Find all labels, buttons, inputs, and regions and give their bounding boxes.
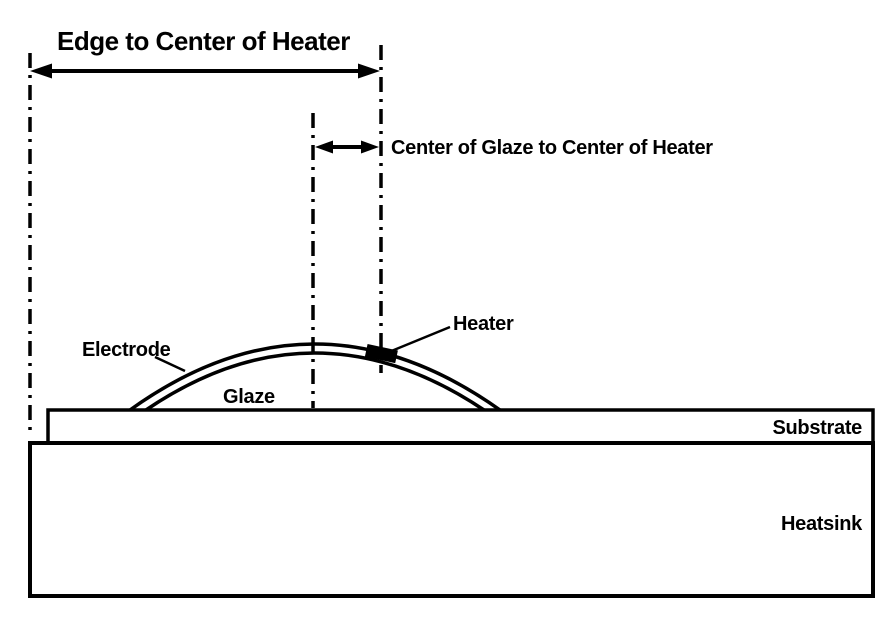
substrate-label: Substrate — [772, 417, 862, 439]
glaze-arc — [145, 351, 485, 412]
heater-block — [364, 344, 398, 364]
arrowhead-right-icon — [358, 63, 380, 79]
heater-leader-line — [388, 325, 451, 354]
electrode-label: Electrode — [82, 339, 171, 361]
electrode-leader-line — [154, 355, 186, 373]
arrowhead-left-icon — [30, 63, 52, 79]
arrowhead-right-icon — [361, 140, 379, 154]
arrowhead-left-icon — [315, 140, 333, 154]
edge-to-heater-arrow — [30, 63, 380, 79]
heater-label: Heater — [453, 313, 514, 335]
heatsink-layer — [28, 441, 875, 598]
heatsink-label: Heatsink — [781, 513, 863, 535]
electrode-arc — [128, 342, 502, 412]
substrate-layer — [46, 408, 875, 445]
edge-to-center-label: Edge to Center of Heater — [57, 26, 350, 56]
glaze-to-heater-label: Center of Glaze to Center of Heater — [391, 137, 713, 159]
glaze-to-heater-arrow — [315, 140, 379, 154]
glaze-label: Glaze — [223, 386, 275, 408]
